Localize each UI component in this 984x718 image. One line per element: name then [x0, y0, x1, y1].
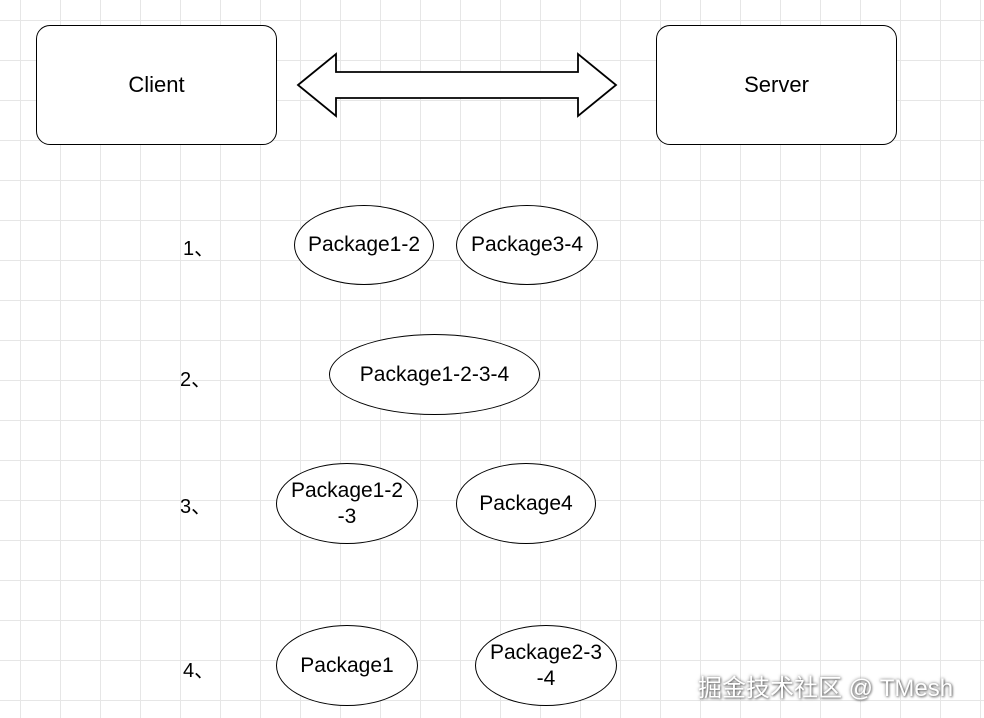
package-ellipse: Package1-2-3-4 [329, 334, 540, 415]
package-label: Package1-2 [307, 233, 421, 256]
package-ellipse: Package3-4 [456, 205, 598, 285]
step-2-label: 2、 [180, 369, 212, 391]
package-label: Package1 [300, 653, 394, 677]
package-ellipse: Package4 [456, 463, 596, 544]
package-ellipse: Package2-3-4 [475, 625, 617, 706]
package-ellipse: Package1-2 [294, 205, 434, 285]
package-ellipse: Package1-2-3 [276, 463, 418, 544]
package-label: Package1-2-3 [290, 478, 404, 528]
client-label: Client [128, 72, 185, 97]
package-label: Package1-2-3-4 [359, 362, 510, 386]
package-label: Package3-4 [470, 233, 584, 256]
server-label: Server [744, 72, 809, 97]
step-4-label: 4、 [183, 660, 215, 682]
step-3-label: 3、 [180, 496, 212, 518]
server-node: Server [656, 25, 897, 145]
watermark: 掘金技术社区 @ TMesh [698, 675, 954, 702]
package-label: Package2-3-4 [489, 640, 603, 690]
client-node: Client [36, 25, 277, 145]
step-1-label: 1、 [183, 238, 215, 260]
package-ellipse: Package1 [276, 625, 418, 706]
bidirectional-arrow [296, 52, 618, 118]
package-label: Package4 [479, 491, 573, 515]
